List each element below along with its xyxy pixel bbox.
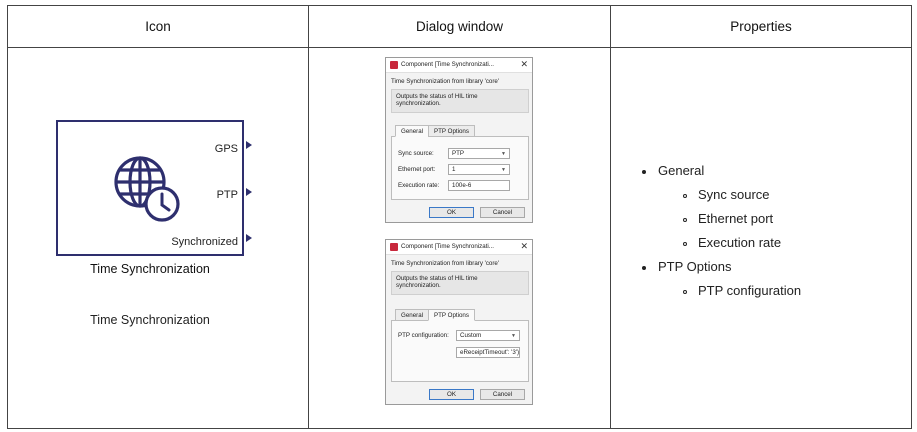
ptp-configuration-input[interactable]: eReceiptTimeout': '3') (456, 347, 520, 358)
ok-button[interactable]: OK (429, 389, 474, 400)
description-line: Outputs the status of HIL time (396, 275, 478, 282)
description-line: synchronization. (396, 100, 441, 107)
sync-source-value: PTP (452, 150, 465, 157)
property-group-general: General (658, 163, 705, 178)
sub-bullet (683, 194, 687, 198)
execution-rate-label: Execution rate: (398, 182, 440, 189)
block-description: Time Synchronization (90, 313, 210, 327)
header-dialog-window: Dialog window (415, 19, 504, 34)
globe-clock-icon (114, 156, 180, 222)
property-ethernet-port: Ethernet port (698, 211, 774, 226)
port-gps-terminal[interactable] (246, 141, 252, 149)
ptp-configuration-value: Custom (460, 332, 482, 339)
bullet (642, 266, 646, 270)
close-icon[interactable]: ✕ (520, 59, 528, 69)
description-box: Outputs the status of HIL time synchroni… (391, 271, 529, 295)
sync-source-select[interactable]: PTP ▼ (448, 148, 510, 159)
ok-button[interactable]: OK (429, 207, 474, 218)
block-name: Time Synchronization (90, 262, 210, 276)
dialog-titlebar[interactable]: Component [Time Synchronizati... ✕ (386, 58, 532, 73)
cancel-button[interactable]: Cancel (480, 389, 525, 400)
tab-ptp-options[interactable]: PTP Options (428, 125, 475, 137)
property-ptp-configuration: PTP configuration (698, 283, 802, 298)
time-synchronization-block: GPS PTP Synchronized (56, 120, 244, 256)
sub-bullet (683, 218, 687, 222)
description-line: synchronization. (396, 282, 441, 289)
ptp-configuration-label: PTP configuration: (398, 332, 449, 339)
tab-panel: Sync source: PTP ▼ Ethernet port: 1 ▼ Ex… (391, 136, 529, 200)
property-group-ptp-options: PTP Options (658, 259, 732, 274)
header-divider (8, 47, 911, 48)
port-ptp-terminal[interactable] (246, 188, 252, 196)
property-sync-source: Sync source (698, 187, 770, 202)
dialog-title: Component [Time Synchronizati... (401, 243, 494, 250)
tab-general[interactable]: General (395, 309, 430, 321)
bullet (642, 170, 646, 174)
chevron-down-icon: ▼ (501, 151, 506, 157)
sub-bullet (683, 242, 687, 246)
sub-bullet (683, 290, 687, 294)
ptp-configuration-select[interactable]: Custom ▼ (456, 330, 520, 341)
dialog-title: Component [Time Synchronizati... (401, 61, 494, 68)
header-icon: Icon (145, 19, 171, 34)
port-synchronized-terminal[interactable] (246, 234, 252, 242)
port-gps-label: GPS (214, 143, 238, 155)
port-synchronized-label: Synchronized (171, 236, 238, 248)
app-icon (390, 61, 398, 69)
app-icon (390, 243, 398, 251)
port-ptp-label: PTP (216, 189, 238, 201)
library-text: Time Synchronization from library 'core' (391, 260, 500, 267)
description-box: Outputs the status of HIL time synchroni… (391, 89, 529, 113)
close-icon[interactable]: ✕ (520, 241, 528, 251)
sync-source-label: Sync source: (398, 150, 434, 157)
ethernet-port-select[interactable]: 1 ▼ (448, 164, 510, 175)
tab-ptp-options[interactable]: PTP Options (428, 309, 475, 321)
ethernet-port-label: Ethernet port: (398, 166, 436, 173)
tab-general[interactable]: General (395, 125, 430, 137)
tab-panel: PTP configuration: Custom ▼ eReceiptTime… (391, 320, 529, 382)
cancel-button[interactable]: Cancel (480, 207, 525, 218)
library-text: Time Synchronization from library 'core' (391, 78, 500, 85)
chevron-down-icon: ▼ (511, 333, 516, 339)
dialog-ptp-options: Component [Time Synchronizati... ✕ Time … (385, 239, 533, 405)
column-divider (308, 6, 309, 428)
ethernet-port-value: 1 (452, 166, 456, 173)
header-properties: Properties (730, 19, 792, 34)
execution-rate-input[interactable]: 100e-6 (448, 180, 510, 191)
dialog-general: Component [Time Synchronizati... ✕ Time … (385, 57, 533, 223)
dialog-titlebar[interactable]: Component [Time Synchronizati... ✕ (386, 240, 532, 255)
column-divider (610, 6, 611, 428)
property-execution-rate: Execution rate (698, 235, 782, 250)
chevron-down-icon: ▼ (501, 167, 506, 173)
description-line: Outputs the status of HIL time (396, 93, 478, 100)
properties-table: Icon Dialog window Properties (7, 5, 912, 429)
